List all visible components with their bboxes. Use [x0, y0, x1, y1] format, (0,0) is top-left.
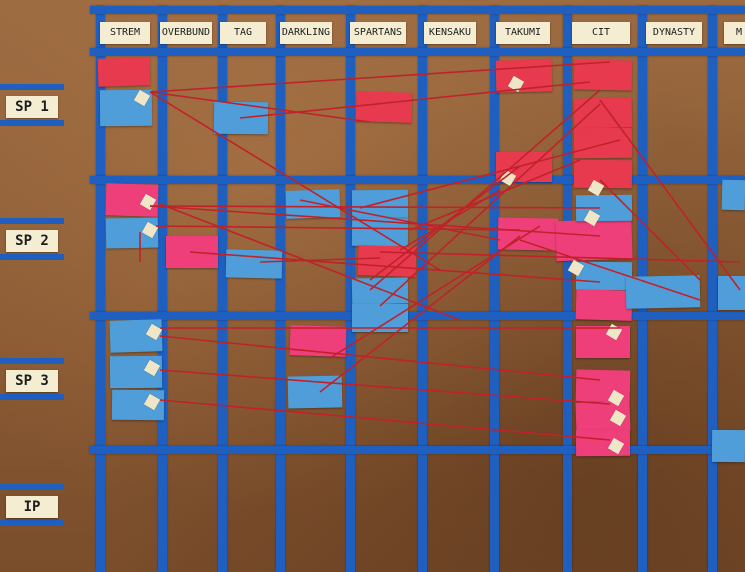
tape-column-7: [563, 6, 572, 572]
tape-column-6: [490, 6, 499, 572]
dependency-string: [189, 251, 601, 283]
dependency-string: [599, 99, 741, 291]
tape-column-9: [708, 6, 717, 572]
team-label-cit: CIT: [572, 22, 630, 44]
sprint-tape: [0, 254, 64, 260]
dependency-string: [239, 81, 591, 119]
dependency-string: [159, 335, 601, 381]
dependency-string: [379, 251, 741, 263]
dependency-string: [149, 205, 601, 209]
tape-column-3: [276, 6, 285, 572]
tape-column-4: [346, 6, 355, 572]
team-label-kensaku: KENSAKU: [424, 22, 476, 44]
sprint-label-sp3: SP 3: [6, 370, 58, 392]
tape-column-5: [418, 6, 427, 572]
tape-row-4: [90, 446, 745, 454]
dependency-string: [159, 369, 611, 405]
team-label-dynasty: DYNASTY: [646, 22, 702, 44]
dependency-string: [599, 179, 701, 281]
dependency-string: [359, 139, 621, 209]
dependency-string: [159, 203, 461, 321]
team-label-darkling: DARKLING: [280, 22, 332, 44]
team-label-m: M: [724, 22, 745, 44]
dependency-string: [259, 257, 381, 263]
dependency-string: [149, 91, 371, 123]
sprint-label-sp1: SP 1: [6, 96, 58, 118]
dependency-string: [299, 199, 501, 241]
tape-row-2: [90, 176, 745, 184]
sprint-tape: [0, 120, 64, 126]
sprint-tape: [0, 394, 64, 400]
team-label-stream: STREM: [100, 22, 150, 44]
sprint-tape: [0, 358, 64, 364]
tape-column-1: [158, 6, 167, 572]
sprint-tape: [0, 218, 64, 224]
dependency-string: [379, 103, 601, 307]
dependency-string: [149, 61, 611, 93]
sprint-tape: [0, 520, 64, 526]
tape-row-0: [90, 6, 745, 14]
tape-column-2: [218, 6, 227, 572]
team-label-tag: TAG: [220, 22, 266, 44]
team-label-overbund: OVERBUND: [160, 22, 212, 44]
tape-row-1: [90, 48, 745, 56]
dependency-string: [319, 235, 521, 393]
dependency-string: [409, 159, 581, 231]
team-label-takumi: TAKUMI: [496, 22, 550, 44]
tape-column-0: [96, 6, 105, 572]
sprint-label-ip: IP: [6, 496, 58, 518]
team-label-spartans: SPARTANS: [350, 22, 406, 44]
dependency-string: [519, 239, 701, 301]
dependency-string: [159, 399, 611, 441]
dependency-string: [369, 89, 601, 291]
dependency-string: [329, 225, 541, 359]
sprint-tape: [0, 84, 64, 90]
dependency-string: [149, 91, 441, 271]
sprint-label-sp2: SP 2: [6, 230, 58, 252]
sprint-tape: [0, 484, 64, 490]
dependency-string: [149, 205, 601, 237]
sticky-note: [718, 276, 745, 310]
